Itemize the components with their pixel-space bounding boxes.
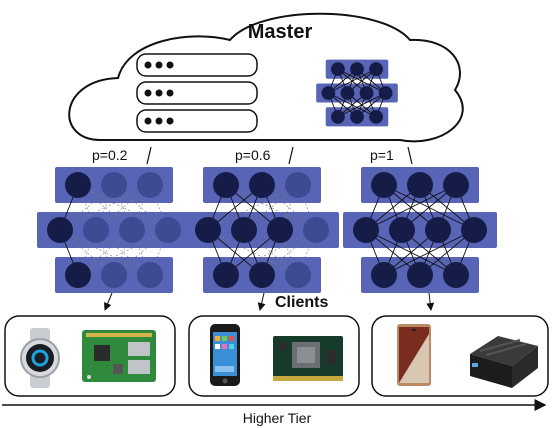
raspberry-pi-board-icon	[82, 330, 156, 382]
node	[331, 62, 345, 77]
node	[350, 62, 364, 77]
node	[213, 172, 239, 198]
subnetwork-1	[185, 167, 339, 293]
parameter-row	[136, 109, 258, 133]
layer-band	[37, 212, 191, 248]
arrow-client-2	[426, 292, 435, 311]
node	[369, 109, 383, 124]
node	[83, 217, 109, 243]
parameter-row	[136, 81, 258, 105]
node	[350, 109, 364, 124]
arrow-client-0	[103, 292, 113, 311]
edge	[59, 229, 151, 276]
node	[371, 172, 397, 198]
edge	[207, 184, 299, 231]
edge	[337, 92, 386, 118]
node	[378, 86, 393, 100]
p-label-0: p=0.2	[92, 147, 128, 163]
parameter-store	[136, 53, 258, 133]
master-net-graph	[316, 59, 398, 127]
node	[443, 262, 469, 288]
jetson-module-icon	[273, 336, 343, 381]
node	[231, 217, 257, 243]
subnetwork-2	[343, 167, 497, 293]
clients-label: Clients	[275, 294, 328, 311]
node	[65, 172, 91, 198]
node	[285, 262, 311, 288]
parameter-row	[136, 53, 258, 77]
edge	[59, 184, 151, 231]
edge	[77, 184, 169, 231]
node	[303, 217, 329, 243]
node	[137, 172, 163, 198]
node	[407, 172, 433, 198]
node	[461, 217, 487, 243]
node	[137, 262, 163, 288]
node	[101, 262, 127, 288]
axis-label: Higher Tier	[243, 410, 312, 426]
master-network	[316, 59, 398, 127]
smartwatch-icon	[20, 328, 60, 388]
node	[371, 262, 397, 288]
node	[267, 217, 293, 243]
node	[119, 217, 145, 243]
node	[353, 217, 379, 243]
edge	[225, 229, 317, 276]
edge	[77, 229, 169, 276]
p-label-2: p=1	[370, 147, 394, 163]
node	[359, 86, 374, 100]
edge	[328, 68, 377, 94]
node	[369, 62, 383, 77]
node	[340, 86, 355, 100]
node	[101, 172, 127, 198]
node	[249, 172, 275, 198]
node	[195, 217, 221, 243]
node	[321, 86, 336, 100]
edge	[207, 229, 299, 276]
edge-box-icon	[470, 336, 538, 388]
smartphone-icon	[210, 324, 240, 386]
node	[285, 172, 311, 198]
layer-band	[343, 212, 497, 248]
node	[331, 109, 345, 124]
edge	[383, 229, 475, 276]
edge	[365, 184, 457, 231]
galaxy-phone-icon	[397, 324, 431, 386]
subnetworks	[37, 167, 497, 293]
node	[249, 262, 275, 288]
node	[155, 217, 181, 243]
subnetwork-0	[37, 167, 191, 293]
node	[407, 262, 433, 288]
master-title: Master	[248, 21, 313, 43]
node	[425, 217, 451, 243]
p-label-1: p=0.6	[235, 147, 271, 163]
edge	[225, 184, 317, 231]
p-tick-0	[146, 146, 152, 165]
node	[389, 217, 415, 243]
node	[47, 217, 73, 243]
node	[213, 262, 239, 288]
node	[443, 172, 469, 198]
p-tick-1	[288, 146, 294, 165]
layer-band	[185, 212, 339, 248]
arrow-client-1	[257, 292, 266, 311]
node	[65, 262, 91, 288]
p-tick-2	[407, 146, 413, 165]
layer-band	[316, 83, 398, 103]
